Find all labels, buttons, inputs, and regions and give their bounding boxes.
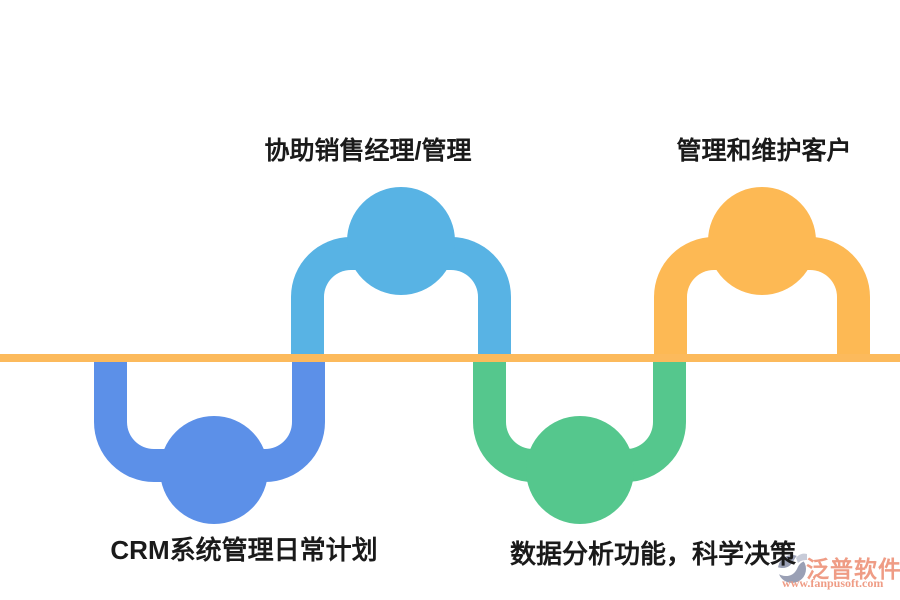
- label-data-analysis: 数据分析功能，科学决策: [509, 539, 797, 569]
- watermark-url: www.fanpusoft.com: [782, 576, 884, 590]
- node-data-analysis: [526, 416, 634, 524]
- label-assist-sales: 协助销售经理/管理: [264, 137, 472, 165]
- node-manage-customers: [708, 187, 816, 295]
- label-manage-customers: 管理和维护客户: [676, 137, 852, 165]
- node-assist-sales: [347, 187, 455, 295]
- fanpu-logo-icon: [777, 552, 807, 583]
- node-crm-daily-plan: [160, 416, 268, 524]
- watermark-brand: 泛普软件: [806, 556, 900, 582]
- timeline-axis: [0, 354, 900, 362]
- label-crm-daily-plan: CRM系统管理日常计划: [110, 535, 378, 565]
